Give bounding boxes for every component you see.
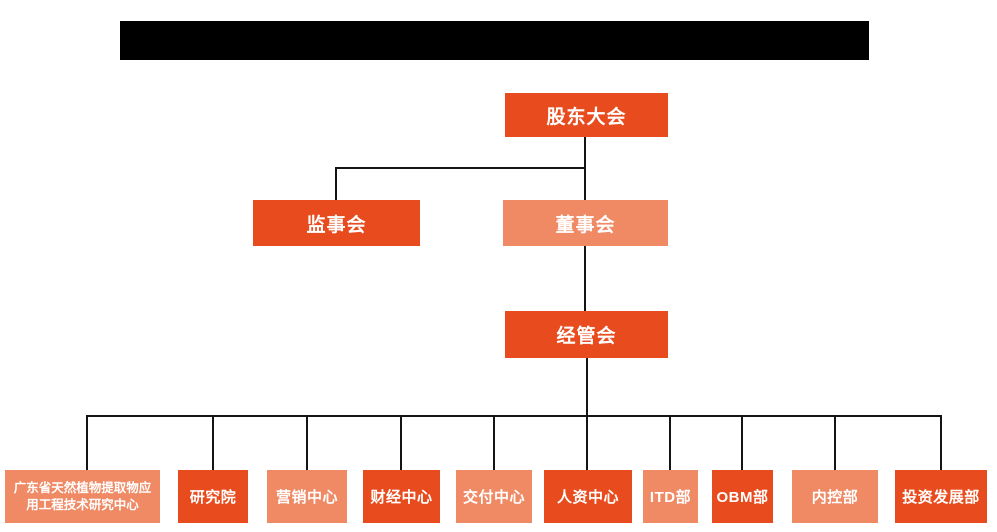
connector-directors-down: [584, 167, 586, 200]
org-node-management-committee: 经管会: [505, 311, 668, 358]
org-node-obm-dept: OBM部: [712, 470, 773, 523]
redacted-title-bar: [120, 21, 869, 60]
org-node-board-of-directors: 董事会: [503, 200, 668, 246]
connector-supervisory-down: [335, 167, 337, 200]
org-node-itd-dept: ITD部: [643, 470, 698, 523]
connector-branch: [86, 415, 88, 470]
connector-directors-management: [584, 246, 586, 311]
org-node-supervisory-board: 监事会: [253, 200, 420, 246]
connector-branch: [493, 415, 495, 470]
connector-branch: [940, 415, 942, 470]
org-node-hr-center: 人资中心: [544, 470, 632, 523]
connector-trunk-horizontal: [87, 415, 942, 417]
connector-branch: [834, 415, 836, 470]
org-node-finance-center: 财经中心: [363, 470, 440, 523]
connector-branch: [306, 415, 308, 470]
org-node-delivery-center: 交付中心: [456, 470, 532, 523]
org-node-investment-dev-dept: 投资发展部: [895, 470, 987, 523]
connector-horizontal-level2: [336, 167, 586, 169]
org-node-guangdong-research-center: 广东省天然植物提取物应用工程技术研究中心: [5, 470, 160, 523]
connector-branch: [212, 415, 214, 470]
connector-management-trunk: [586, 358, 588, 416]
connector-branch: [586, 415, 588, 470]
connector-branch: [741, 415, 743, 470]
org-node-shareholders-meeting: 股东大会: [505, 93, 668, 137]
connector-branch: [400, 415, 402, 470]
org-node-internal-control-dept: 内控部: [792, 470, 878, 523]
connector-shareholders-down: [584, 137, 586, 168]
org-node-marketing-center: 营销中心: [267, 470, 347, 523]
connector-branch: [669, 415, 671, 470]
org-node-research-institute: 研究院: [178, 470, 248, 523]
